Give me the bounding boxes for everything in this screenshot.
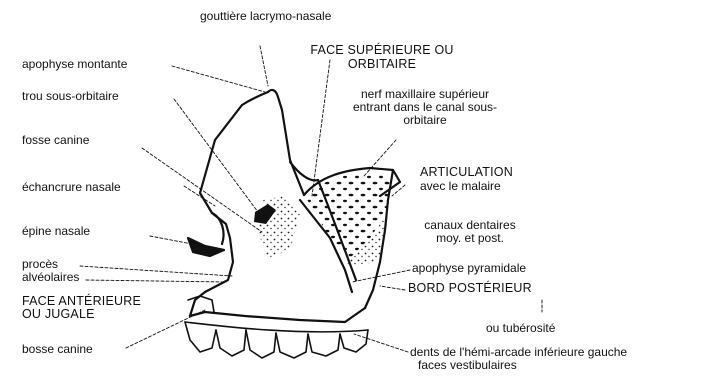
label-epine-nasale: épine nasale (22, 225, 90, 238)
label-trou-sous-orbitaire: trou sous-orbitaire (22, 90, 119, 103)
label-dents-2: faces vestibulaires (418, 359, 517, 372)
label-bord-posterieur: BORD POSTÉRIEUR (408, 282, 532, 295)
label-nerf-3: orbitaire (330, 114, 520, 127)
canine-fossa-shading (258, 196, 300, 258)
label-apophyse-pyramidale: apophyse pyramidale (412, 262, 526, 275)
label-tuberosite: ou tubérosité (486, 322, 555, 335)
label-face-superieure: FACE SUPÉRIEURE OU (287, 44, 477, 57)
label-bosse-canine: bosse canine (22, 343, 93, 356)
label-echancrure-nasale: échancrure nasale (22, 181, 121, 194)
label-orbitaire: ORBITAIRE (287, 58, 477, 71)
teeth (185, 296, 368, 358)
label-ou-jugale: OU JUGALE (22, 308, 95, 321)
label-alveolaires: alvéolaires (22, 271, 79, 284)
label-gouttiere: gouttière lacrymo-nasale (200, 10, 331, 23)
label-articulation: ARTICULATION (420, 166, 513, 179)
label-avec-le-malaire: avec le malaire (420, 180, 501, 193)
label-canaux-2: moy. et post. (400, 232, 540, 245)
label-apophyse-montante: apophyse montante (22, 58, 127, 71)
label-fosse-canine: fosse canine (22, 134, 89, 147)
